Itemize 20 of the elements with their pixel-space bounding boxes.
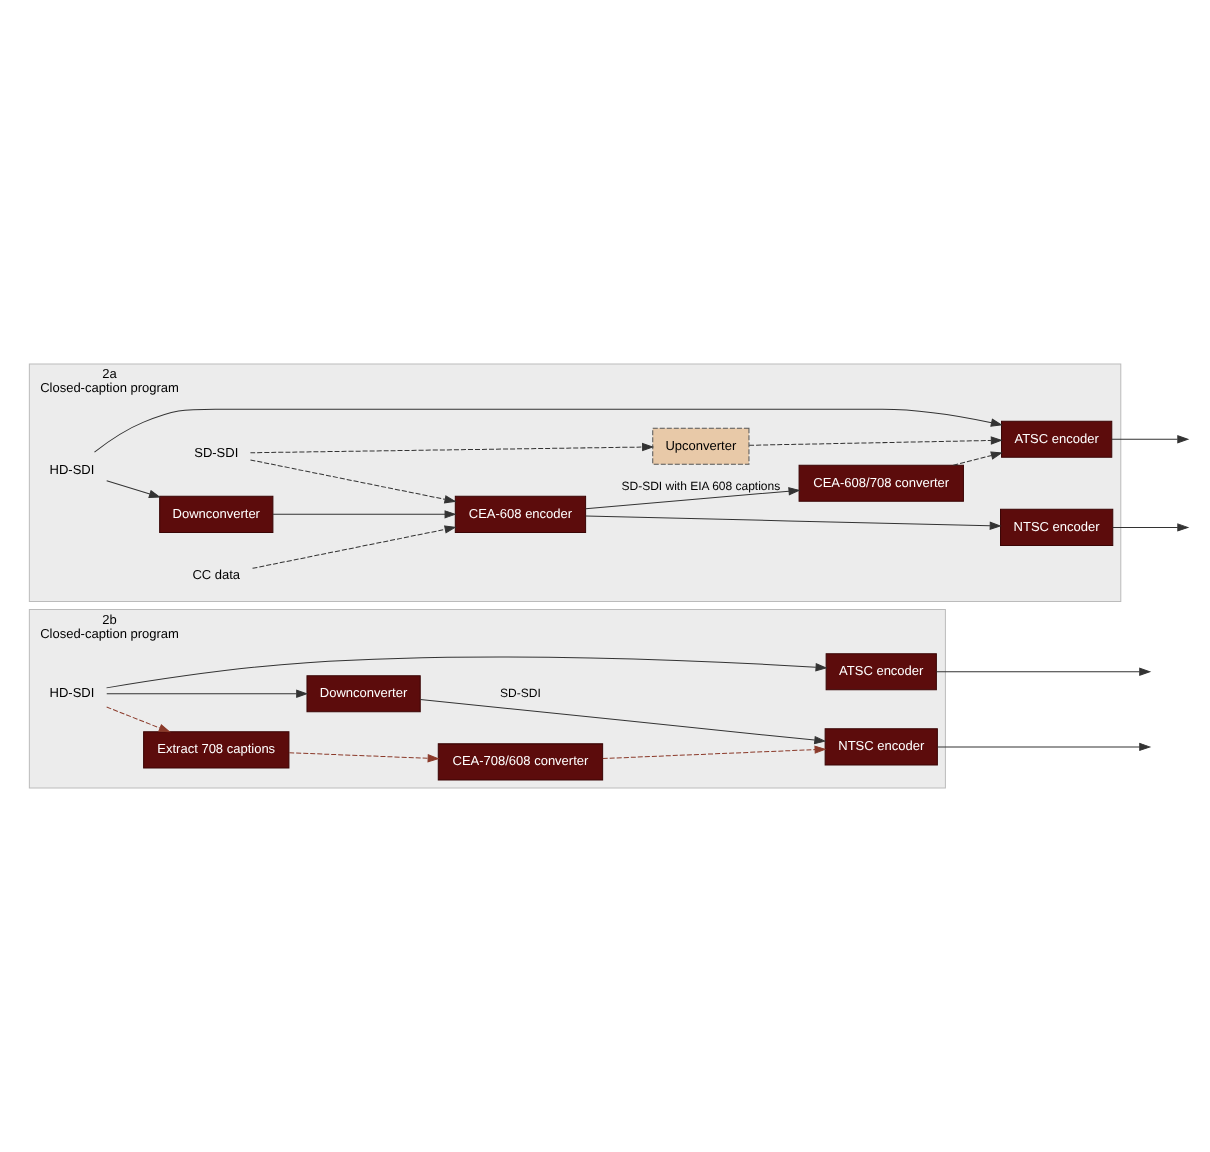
arrow: [585, 487, 800, 510]
arrow: [252, 525, 456, 569]
arrow: [249, 443, 654, 454]
arrow: [94, 408, 1002, 453]
arrow: [748, 436, 1002, 446]
arrow: [106, 689, 308, 698]
arrow: [288, 752, 439, 763]
arrow: [250, 459, 456, 504]
arrow: [952, 451, 1002, 466]
arrow: [272, 510, 456, 519]
arrow: [937, 742, 1151, 751]
arrow: [106, 706, 170, 733]
arrow: [106, 480, 161, 498]
arrow: [1111, 435, 1189, 444]
arrow: [106, 656, 827, 689]
arrow: [1112, 523, 1189, 532]
arrow: [585, 515, 1001, 530]
arrow: [419, 699, 826, 745]
arrow: [602, 745, 826, 759]
arrow: [935, 667, 1151, 676]
